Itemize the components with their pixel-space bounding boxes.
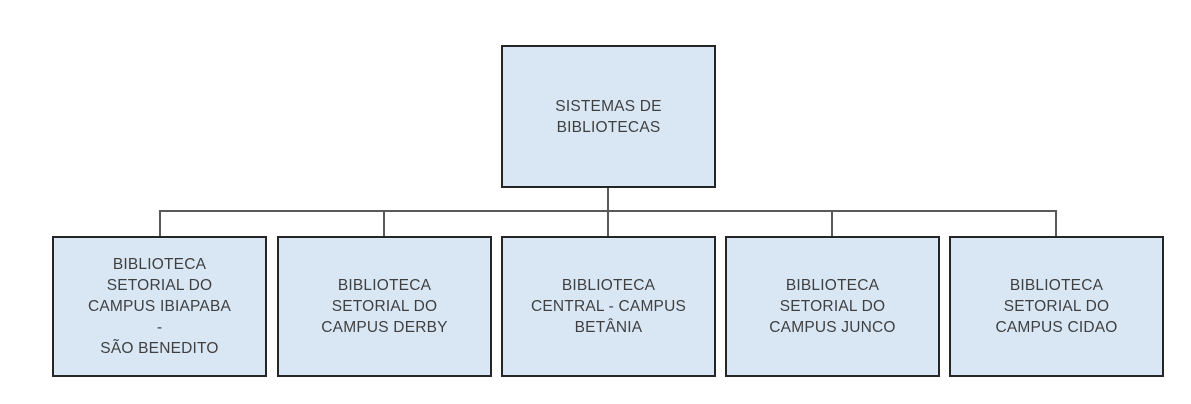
- connector-stub-junco: [831, 210, 833, 236]
- org-node-setorial-ibiapaba-sao-benedito: BIBLIOTECA SETORIAL DO CAMPUS IBIAPABA -…: [52, 236, 267, 377]
- org-node-sistemas-de-bibliotecas: SISTEMAS DE BIBLIOTECAS: [501, 45, 716, 188]
- connector-stub-betania: [607, 210, 609, 236]
- org-node-setorial-cidao: BIBLIOTECA SETORIAL DO CAMPUS CIDAO: [949, 236, 1164, 377]
- org-node-label: BIBLIOTECA SETORIAL DO CAMPUS DERBY: [321, 277, 448, 336]
- org-node-setorial-derby: BIBLIOTECA SETORIAL DO CAMPUS DERBY: [277, 236, 492, 377]
- connector-stub-ibiapaba: [159, 210, 161, 236]
- connector-stub-derby: [383, 210, 385, 236]
- org-node-label: SISTEMAS DE BIBLIOTECAS: [555, 97, 662, 136]
- org-node-central-betania: BIBLIOTECA CENTRAL - CAMPUS BETÂNIA: [501, 236, 716, 377]
- org-node-label: BIBLIOTECA CENTRAL - CAMPUS BETÂNIA: [530, 277, 687, 336]
- connector-root-stem: [607, 188, 609, 211]
- connector-stub-cidao: [1055, 210, 1057, 236]
- org-node-label: BIBLIOTECA SETORIAL DO CAMPUS IBIAPABA -…: [87, 256, 232, 357]
- org-node-label: BIBLIOTECA SETORIAL DO CAMPUS JUNCO: [769, 277, 896, 336]
- org-node-setorial-junco: BIBLIOTECA SETORIAL DO CAMPUS JUNCO: [725, 236, 940, 377]
- org-node-label: BIBLIOTECA SETORIAL DO CAMPUS CIDAO: [995, 277, 1118, 336]
